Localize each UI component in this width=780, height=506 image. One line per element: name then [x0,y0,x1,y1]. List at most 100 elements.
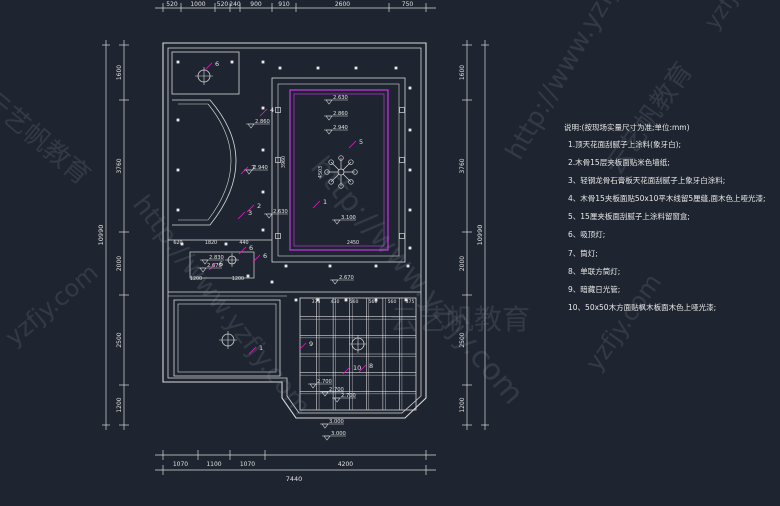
level-label: 2.700 [341,393,356,399]
dimension-label: 520 [217,1,229,8]
note-item: 8、单联方筒灯; [568,266,621,276]
dimension-label: 1200 [116,397,123,412]
dimension-label: 4200 [338,461,353,468]
level-label: 2.670 [339,275,354,281]
chandelier-bulb [328,159,334,165]
room-outline [189,251,255,279]
dimension-label: 1200 [459,397,466,412]
dimension-label: 2500 [459,332,466,347]
chandelier-bulb [348,159,354,165]
note-item: 5、15厘夹板面刮腻子上涂料留窗盒; [568,212,690,222]
level-label: 2.670 [207,263,222,269]
level-label: 2.630 [333,95,348,101]
room-outline [171,51,240,95]
room-dimension-label: 1820 [205,240,217,246]
dimension-label: 2000 [459,256,466,271]
chandelier-bulb [328,179,334,185]
room-dimension-label: 620 [173,240,182,246]
level-marker [331,279,339,285]
downlight [230,60,234,64]
level-marker [247,123,255,129]
downlight [406,264,410,268]
level-label: 2.700 [317,379,332,385]
callout-number: 10 [353,364,361,372]
downlight [316,298,320,302]
level-marker [309,383,317,389]
downlight [270,280,274,284]
downlight [374,298,378,302]
callout-number: 1 [259,344,263,352]
callout-leader [238,246,247,255]
callout-leader [358,364,367,373]
callout-number: 2 [257,202,261,210]
room-dimension-label: 3960 [281,156,287,168]
dimension-label: 10990 [476,225,484,246]
downlight [261,228,265,232]
grid-dimension-label: 560 [369,299,378,305]
level-label: 2.940 [253,165,268,171]
notes-title: 说明:(按现场实量尺寸为准;单位:mm) [564,123,690,132]
downlight [176,208,180,212]
downlight [408,208,412,212]
downlight [176,60,180,64]
callout-number: 1 [323,198,327,206]
light-fixtures [176,60,412,441]
chandelier-bulb [338,183,344,189]
downlight [374,264,378,268]
callout-leader [208,262,217,271]
dimension-label: 1070 [240,461,255,468]
callout-number: 3 [248,209,252,217]
level-label: 2.700 [329,387,344,393]
callout-leader [348,140,357,149]
chandelier-bulb [324,169,330,175]
curved-wall [172,99,237,226]
downlight [354,66,358,70]
downlight [224,242,228,246]
downlight [328,264,332,268]
chandelier-bulb [348,179,354,185]
downlight [344,298,348,302]
level-marker [323,435,331,441]
chandelier-center [337,168,345,176]
dimension-label: 750 [402,1,414,8]
callout-leader [252,254,261,263]
note-item: 3、轻钢龙骨石膏板天花面刮腻子上象牙白涂料; [568,175,726,185]
callout-leader [248,346,257,355]
dimension-label: 1000 [190,1,205,8]
level-marker [325,99,333,105]
square-downlight [399,107,405,113]
dimension-label: 3760 [116,158,123,173]
downlight [261,106,265,110]
callout-leader [312,200,321,209]
level-label: 3.100 [341,215,356,221]
callout-number: 9 [309,340,313,348]
downlight [316,66,320,70]
callout-number: 6 [263,252,267,260]
level-label: 2.860 [255,119,270,125]
recessed-ceiling-outline [289,89,389,251]
callout-leader [259,108,268,117]
dimension-label: 520 [166,1,178,8]
level-label: 3.000 [331,431,346,437]
note-item: 10、50x50木方面贴枫木板面木色上哑光漆; [568,303,717,313]
note-item: 2.木骨15层夹板面贴米色墙纸; [568,157,670,167]
square-downlight [399,233,405,239]
downlight [246,274,250,278]
room-outline [173,299,281,377]
downlight [408,168,412,172]
chandelier-arm [342,161,352,171]
square-downlight [399,157,405,163]
level-marker [325,129,333,135]
callout-leader [240,166,249,175]
grid-dimension-label: 430 [331,299,340,305]
downlight [261,148,265,152]
dimension-label: 1600 [459,65,466,80]
note-item: 9、暗藏日光管; [568,285,621,294]
grid-dimension-label: 560 [350,299,359,305]
room-dimension-label: 440 [239,240,248,246]
callout-number: 6 [215,60,219,68]
downlight [278,66,282,70]
living-room-inner [277,83,400,257]
